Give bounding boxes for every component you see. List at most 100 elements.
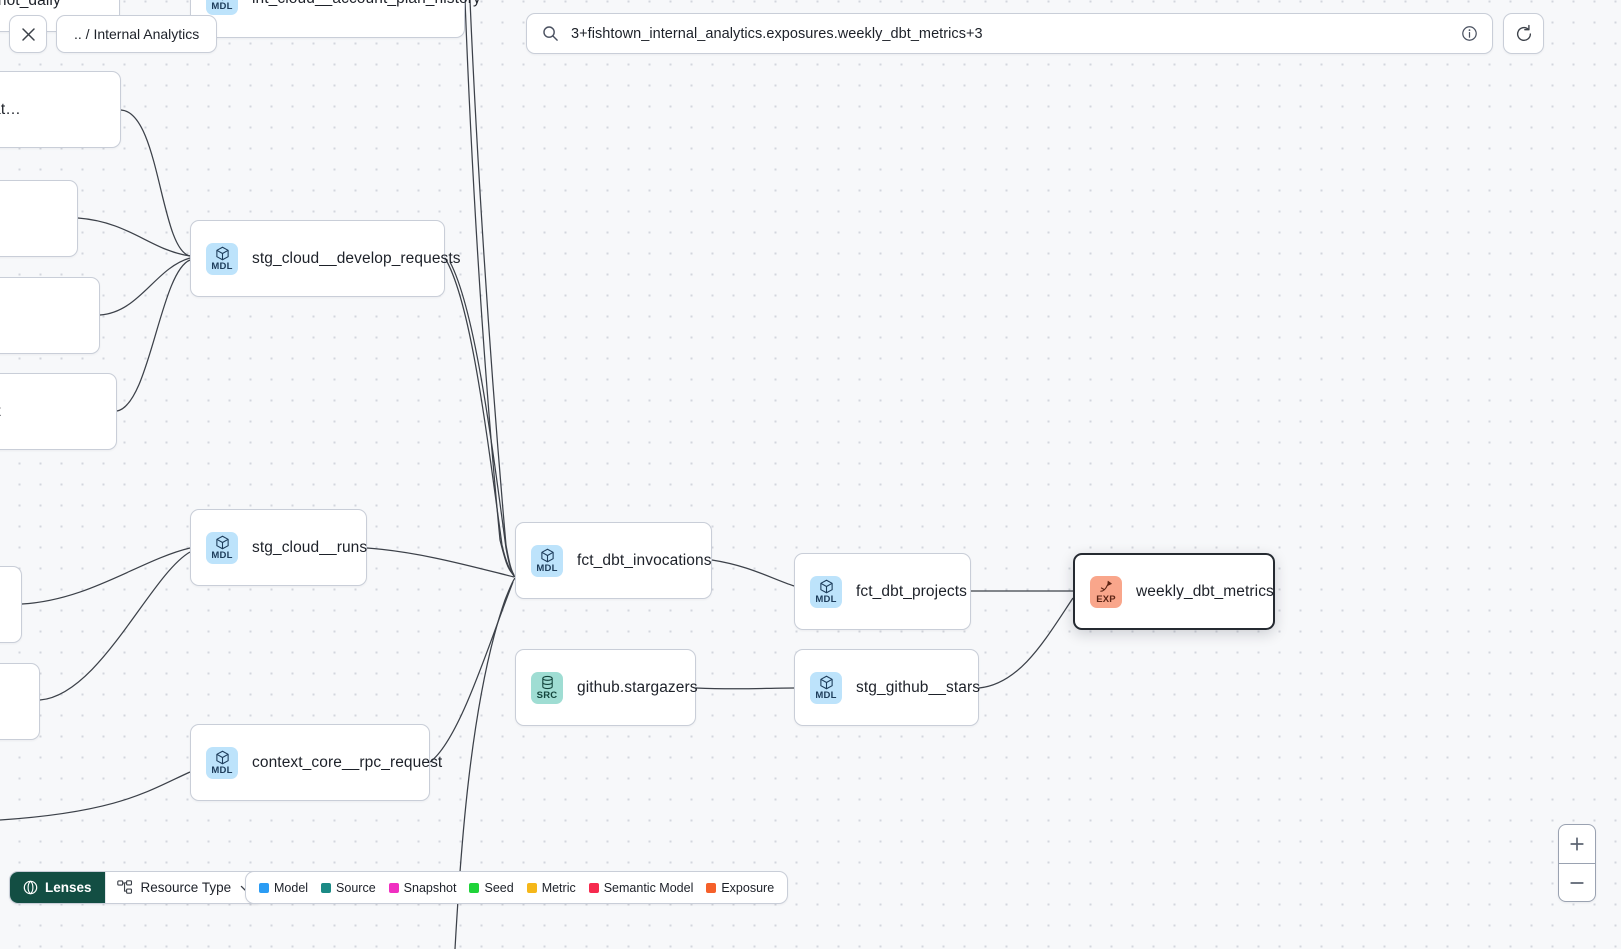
cube-icon [819,579,833,594]
lineage-node[interactable]: MDL stg_cloud__runs [190,509,367,586]
node-type-badge-mdl: MDL [810,575,842,608]
lineage-search-bar[interactable] [526,13,1493,54]
lenses-button[interactable]: Lenses [10,872,105,903]
lineage-node[interactable]: n [0,566,22,643]
lineage-edge [978,597,1074,689]
lineage-node[interactable]: MDL context_core__rpc_request [190,724,442,801]
lineage-node[interactable]: MDL fct_dbt_invocations [515,522,712,599]
lineage-edge [711,559,795,587]
resource-type-icon [116,880,132,894]
breadcrumb-label: .. / Internal Analytics [74,26,200,42]
lineage-node[interactable]: MDL fct_dbt_projects [794,553,971,630]
legend-item[interactable]: Source [321,881,376,895]
lineage-edge [449,261,516,578]
legend-label: Snapshot [403,880,457,895]
node-label: fct_dbt_invocations [577,551,712,569]
node-type-badge-mdl: MDL [531,544,563,577]
node-label: stg_cloud__runs [252,538,368,556]
node-type-badge-src: SRC [531,671,563,704]
cube-icon [215,246,229,261]
resource-type-legend: Model Source Snapshot Seed Metric Semantic Mo… [245,871,789,904]
node-label: github.stargazers [577,678,698,696]
cube-icon [220,0,224,1]
search-input[interactable] [571,25,1461,42]
cube-icon [540,548,554,563]
lineage-node[interactable]: _develop_request [0,373,117,450]
legend-item[interactable]: Model [259,881,308,895]
lineage-node[interactable]: multicell_migrat… [0,71,121,148]
lineage-edge [116,259,191,412]
node-type-badge-mdl: MDL [206,746,238,779]
lineage-edge [39,551,191,701]
lineage-node[interactable]: EXP weekly_dbt_metrics [1073,553,1275,630]
legend-label: Model [274,880,309,895]
search-icon [543,26,558,41]
refresh-button[interactable] [1503,13,1544,54]
lineage-edge [21,547,191,605]
cube-icon [215,535,229,550]
lineage-node[interactable]: _run [0,663,40,740]
resource-type-label: Resource Type [140,880,232,895]
legend-item[interactable]: Metric [526,880,576,895]
node-label: stg_cloud__develop_requests [252,249,461,267]
legend-label: Source [336,880,376,895]
node-label: snapshot_daily [0,0,61,9]
legend-item[interactable]: Seed [469,880,514,895]
lineage-edge [77,217,191,257]
legend-swatch [259,882,269,893]
refresh-icon [1516,24,1531,41]
chart-line-icon [1099,580,1112,592]
lineage-node[interactable]: velop_request [0,277,100,354]
node-type-badge-exp: EXP [1090,575,1122,608]
legend-item[interactable]: Snapshot [388,880,457,895]
lineage-edge [120,109,191,257]
node-label: _develop_request [0,403,1,421]
legend-item[interactable]: Semantic Model [588,880,694,895]
legend-label: Semantic Model [603,880,694,895]
lineage-edge [469,0,515,576]
lenses-label: Lenses [45,880,92,895]
lineage-node[interactable]: MDL int_cloud__account_plan_history [190,0,481,38]
legend-swatch [321,882,332,893]
lineage-node[interactable]: op_request [0,180,78,257]
close-button[interactable] [9,15,47,53]
node-label: weekly_dbt_metrics [1136,582,1274,600]
zoom-controls [1558,824,1596,902]
cube-icon [215,750,229,765]
node-label: multicell_migrat… [0,100,21,118]
resource-type-dropdown[interactable]: Resource Type [104,872,264,903]
lineage-edge [464,0,514,575]
legend-label: Exposure [721,880,775,895]
legend-label: Metric [541,880,576,895]
plus-icon [1570,837,1584,851]
node-label: context_core__rpc_request [252,753,443,771]
lineage-node[interactable]: SRC github.stargazers [515,649,698,726]
info-icon[interactable] [1461,25,1478,42]
legend-label: Seed [484,880,514,895]
lens-icon [23,880,38,895]
node-type-badge-mdl: MDL [206,531,238,564]
database-icon [541,675,553,689]
breadcrumb[interactable]: .. / Internal Analytics [56,15,218,53]
legend-swatch [588,882,599,893]
lineage-edge [0,771,191,821]
zoom-out-button[interactable] [1559,863,1595,901]
lineage-edge [429,581,514,763]
lineage-edge [366,547,515,578]
legend-swatch [706,882,717,893]
node-label: stg_github__stars [856,678,981,696]
lineage-edge [695,687,795,690]
node-type-badge-mdl: MDL [206,0,238,15]
zoom-in-button[interactable] [1559,825,1595,863]
close-icon [21,27,35,41]
lineage-edge [444,257,515,577]
node-type-badge-mdl: MDL [206,242,238,275]
lineage-node[interactable]: MDL stg_cloud__develop_requests [190,220,461,297]
node-label: int_cloud__account_plan_history [252,0,481,8]
legend-item[interactable]: Exposure [706,881,774,895]
cube-icon [819,675,833,690]
node-label: fct_dbt_projects [856,582,968,600]
